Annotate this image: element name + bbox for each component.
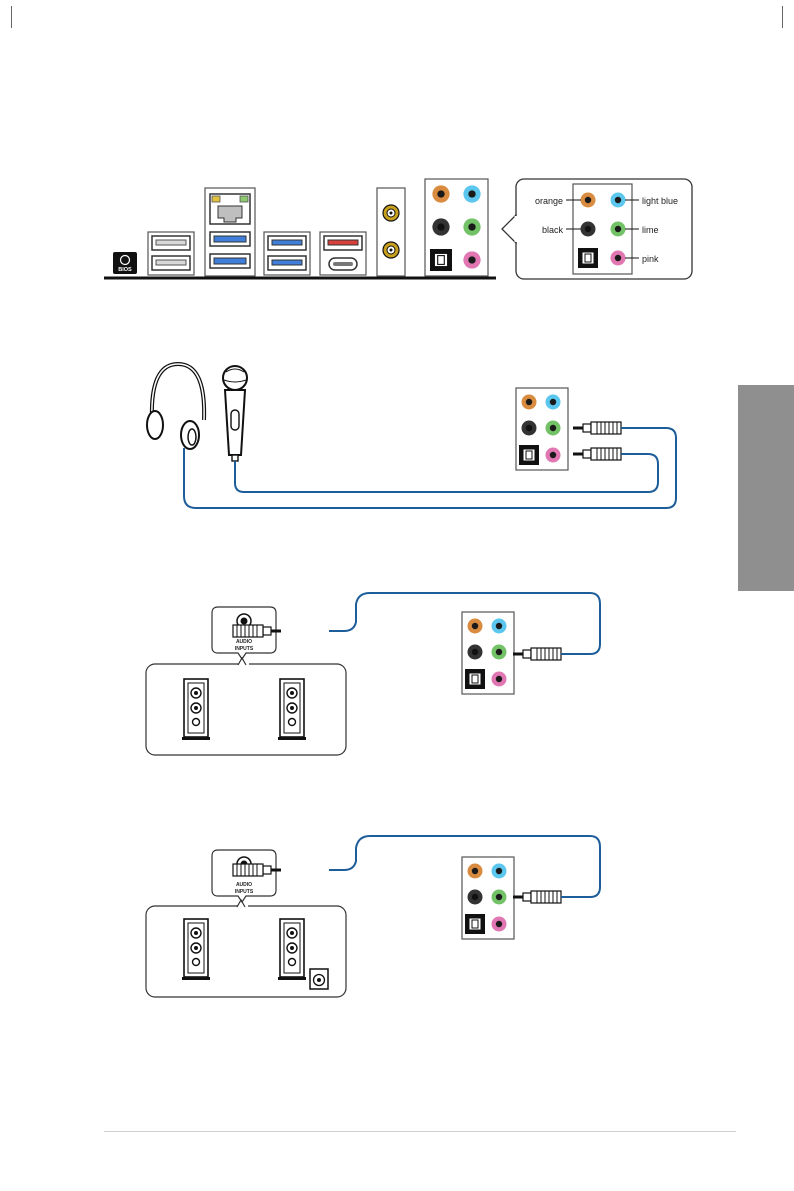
usb-typec-ports (320, 232, 366, 275)
usb-ports-3 (264, 232, 310, 275)
callout-label-pink: pink (642, 254, 659, 264)
callout-label-orange: orange (535, 196, 563, 206)
callout-label-light-blue: light blue (642, 196, 678, 206)
right-speaker-icon (278, 679, 306, 740)
callout-label-lime: lime (642, 225, 659, 235)
right-speaker-icon (278, 919, 306, 980)
antenna-connectors (377, 188, 405, 276)
left-speaker-icon (182, 919, 210, 980)
headphone-mic-diagram (147, 364, 676, 508)
headphone-icon (147, 364, 204, 449)
audio-port-cluster (425, 179, 488, 276)
callout-label-black: black (542, 225, 564, 235)
microphone-icon (223, 366, 247, 461)
audio-inputs-label-line1: AUDIO (236, 882, 252, 888)
two-one-channel-speaker-diagram: AUDIO INPUTS (146, 836, 600, 997)
audio-inputs-label-line1: AUDIO (236, 639, 252, 645)
rear-io-panel: BIOS (104, 179, 496, 278)
subwoofer-icon (310, 969, 328, 989)
bios-flashback-button: BIOS (113, 252, 137, 274)
left-speaker-icon (182, 679, 210, 740)
bios-label: BIOS (118, 267, 132, 273)
two-channel-speaker-diagram: AUDIO INPUTS (146, 593, 600, 755)
lan-usb-ports (205, 188, 255, 276)
audio-inputs-label-line2: INPUTS (235, 646, 254, 652)
audio-port-callout: orange black light blue lime pink (502, 179, 692, 279)
usb-ports-1 (148, 232, 194, 275)
audio-inputs-label-line2: INPUTS (235, 889, 254, 895)
